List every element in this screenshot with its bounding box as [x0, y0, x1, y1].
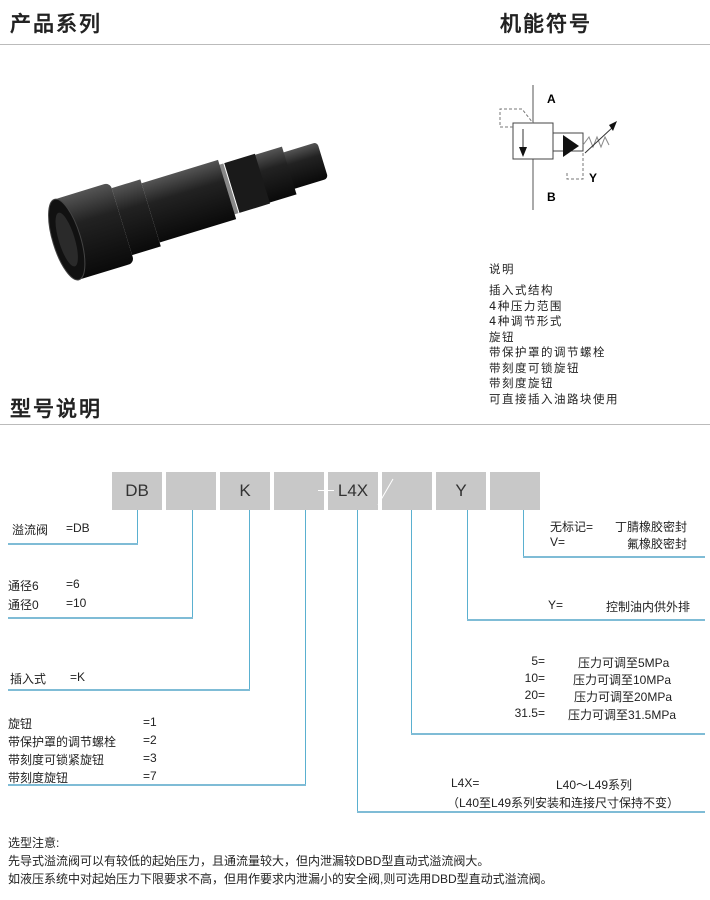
option-label: 带保护罩的调节螺栓: [8, 735, 117, 749]
connector: [305, 510, 306, 785]
option-label: 通径0: [8, 598, 39, 612]
description-item: 旋钮: [489, 329, 515, 344]
products-heading: 产品系列: [10, 12, 102, 36]
option-code: =3: [143, 751, 157, 765]
option-code: =6: [66, 577, 80, 591]
code-box-adjust: [274, 472, 324, 510]
option-code: =K: [70, 670, 86, 684]
option-label: 压力可调至10MPa: [573, 673, 672, 687]
option-code: =10: [66, 596, 87, 610]
connector: [523, 556, 705, 558]
option-label: 带刻度旋钮: [8, 771, 69, 785]
description-item: 4种压力范围: [489, 298, 563, 313]
code-box-mount: K: [220, 472, 270, 510]
dash-separator: [318, 490, 334, 491]
option-label: L40～L49系列: [556, 778, 633, 792]
connector: [411, 510, 412, 734]
connector: [8, 543, 138, 545]
option-label: 溢流阀: [12, 523, 49, 537]
code-box-seal: [490, 472, 540, 510]
description-item: 带保护罩的调节螺栓: [489, 345, 606, 359]
hydraulic-symbol: A B Y: [499, 85, 617, 210]
connector: [137, 510, 138, 544]
code-box-pilot: Y: [436, 472, 486, 510]
port-b-label: B: [547, 190, 556, 204]
valve-product-image: [48, 143, 328, 281]
option-label: 插入式: [10, 672, 47, 686]
option-label: 旋钮: [8, 717, 33, 731]
connector: [411, 733, 705, 735]
option-label: 控制油内供外排: [606, 600, 691, 614]
option-label: 压力可调至31.5MPa: [568, 708, 677, 722]
divider: [0, 44, 710, 45]
connector: [523, 510, 524, 557]
option-label: 通径6: [8, 579, 39, 593]
code-box-type: DB: [112, 472, 162, 510]
code-box-size: [166, 472, 216, 510]
option-code: L4X=: [451, 776, 480, 790]
notes-line: 先导式溢流阀可以有较低的起始压力，且通流量较大，但内泄漏较DBD型直动式溢流阀大…: [8, 854, 490, 868]
option-code: 20=: [524, 688, 545, 702]
description-list: 插入式结构 4种压力范围 4种调节形式 旋钮 带保护罩的调节螺栓 带刻度可锁旋钮…: [489, 283, 619, 407]
option-code: =2: [143, 733, 157, 747]
option-label: 氟橡胶密封: [627, 537, 688, 551]
description-item: 4种调节形式: [489, 314, 563, 328]
notes-title: 选型注意:: [8, 836, 60, 850]
option-code: 5=: [531, 654, 545, 668]
option-label: 压力可调至20MPa: [574, 690, 673, 704]
option-code: =7: [143, 769, 157, 783]
option-code: Y=: [548, 598, 564, 612]
option-code: 31.5=: [514, 706, 545, 720]
description-item: 插入式结构: [489, 283, 554, 297]
code-box-pressure: [382, 472, 432, 510]
description-item: 可直接插入油路块使用: [489, 391, 619, 406]
option-label: 压力可调至5MPa: [578, 656, 670, 670]
divider: [0, 424, 710, 425]
connector: [8, 617, 193, 619]
port-y-label: Y: [589, 171, 597, 185]
symbol-heading: 机能符号: [500, 12, 592, 36]
option-label: 带刻度可锁紧旋钮: [8, 753, 105, 767]
connector: [467, 510, 468, 620]
option-label: 丁腈橡胶密封: [615, 520, 688, 534]
connector: [8, 689, 250, 691]
option-code: V=: [550, 535, 566, 549]
option-code: =DB: [66, 521, 90, 535]
connector: [467, 619, 705, 621]
connector: [192, 510, 193, 618]
code-box-series: L4X: [328, 472, 378, 510]
description-item: 带刻度可锁旋钮: [489, 360, 580, 375]
connector: [357, 811, 705, 813]
notes-line: 如液压系统中对起始压力下限要求不高，但用作要求内泄漏小的安全阀,则可选用DBD型…: [8, 872, 553, 886]
port-a-label: A: [547, 92, 556, 106]
description-item: 带刻度旋钮: [489, 376, 554, 390]
option-note: （L40至L49系列安装和连接尺寸保持不变）: [447, 796, 680, 810]
connector: [249, 510, 250, 690]
option-code: 无标记=: [550, 520, 594, 534]
option-code: =1: [143, 715, 157, 729]
model-heading: 型号说明: [10, 397, 102, 421]
connector: [357, 510, 358, 812]
description-title: 说明: [489, 262, 515, 276]
option-code: 10=: [524, 671, 545, 685]
connector: [8, 784, 306, 786]
